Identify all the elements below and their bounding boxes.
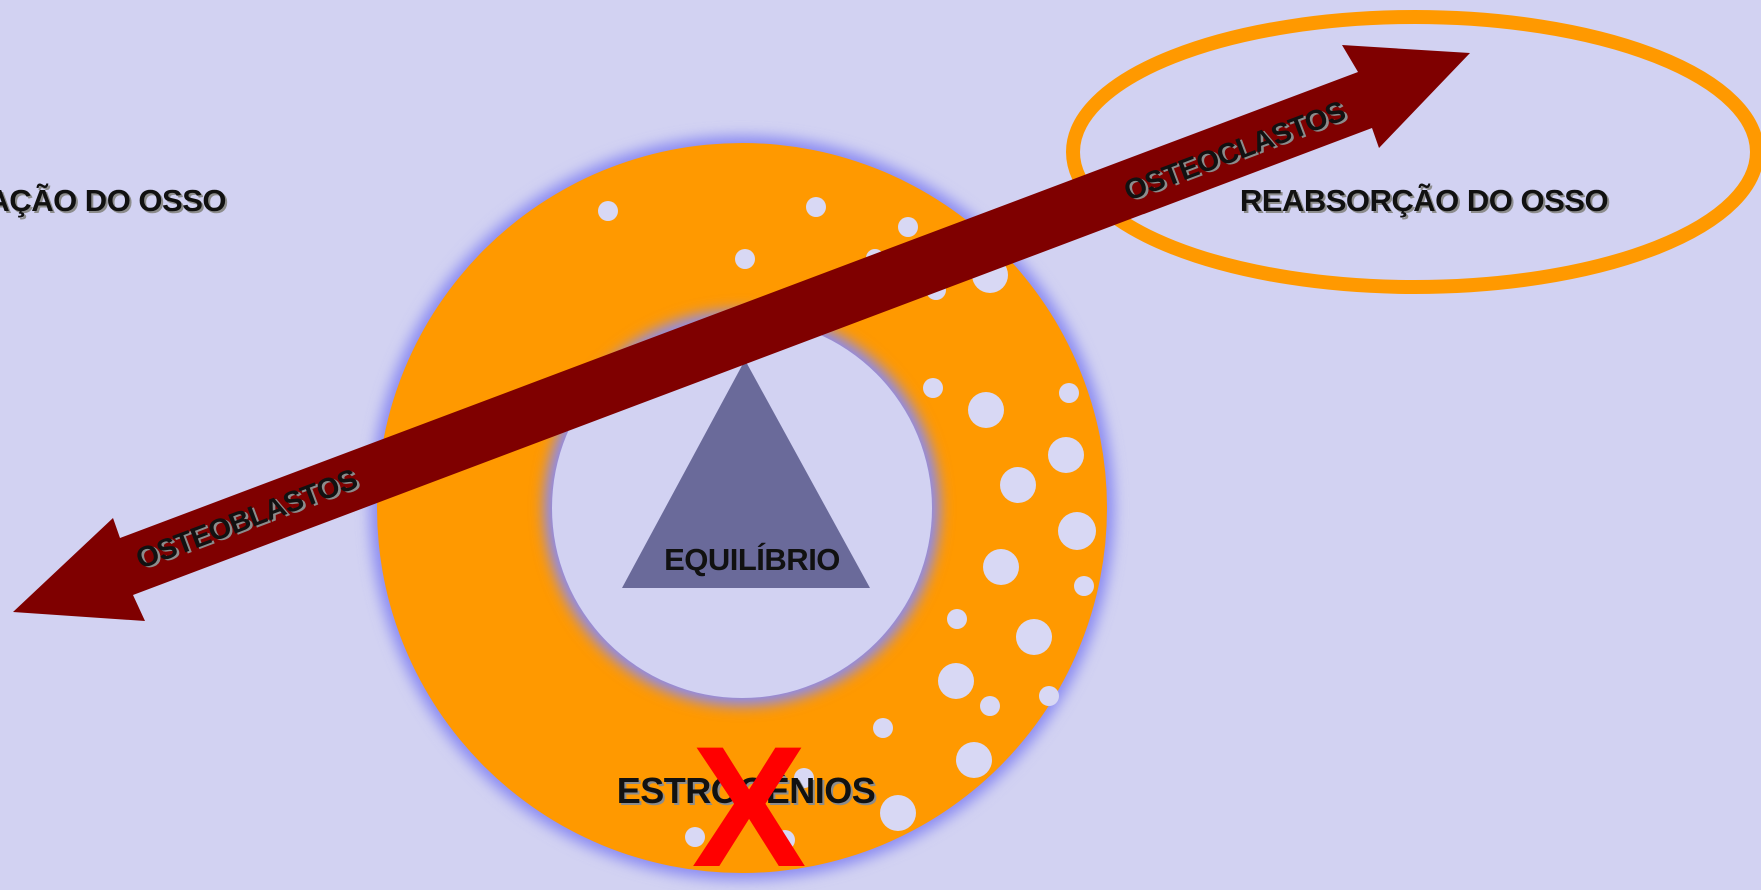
estrogens-label-group: ESTROGÊNIOS ESTROGÊNIOS [617,769,878,813]
pore-dot [1058,512,1096,550]
pore-dot [598,201,618,221]
pore-dot [898,217,918,237]
pore-dot [1000,467,1036,503]
resorption-highlight-ellipse [1066,10,1761,294]
bone-resorption-label: REABSORÇÃO DO OSSO [1240,183,1608,218]
triangle-fulcrum-icon [622,360,870,588]
pore-dot [968,392,1004,428]
pore-dot [873,718,893,738]
pore-dot [685,827,705,847]
bone-formation-label: FORMAÇÃO DO OSSO [0,183,226,218]
pore-dot [1048,437,1084,473]
pore-dot [1016,619,1052,655]
estrogens-label-shadow: ESTROGÊNIOS [619,771,878,813]
pore-dot [947,609,967,629]
x-mark-icon: X [692,711,807,890]
pore-dot [983,549,1019,585]
pore-dot [794,768,814,788]
label-formation-group: FORMAÇÃO DO OSSO FORMAÇÃO DO OSSO [0,183,229,220]
pore-dot [923,378,943,398]
pore-dot [735,249,755,269]
pore-dot [980,696,1000,716]
pore-dot [775,830,795,850]
pore-dot [1074,576,1094,596]
pore-dot [1039,686,1059,706]
bone-pores [598,197,1096,850]
pore-dot [938,663,974,699]
pore-dot [880,795,916,831]
bone-formation-label-shadow: FORMAÇÃO DO OSSO [0,185,228,220]
label-resorption-group: REABSORÇÃO DO OSSO REABSORÇÃO DO OSSO [1240,183,1611,220]
balance-label: EQUILÍBRIO [664,542,840,577]
pore-dot [806,197,826,217]
estrogens-label: ESTROGÊNIOS [617,769,876,811]
pore-dot [1059,383,1079,403]
double-arrow [13,45,1470,621]
bone-resorption-label-shadow: REABSORÇÃO DO OSSO [1242,185,1610,220]
pore-dot [956,742,992,778]
